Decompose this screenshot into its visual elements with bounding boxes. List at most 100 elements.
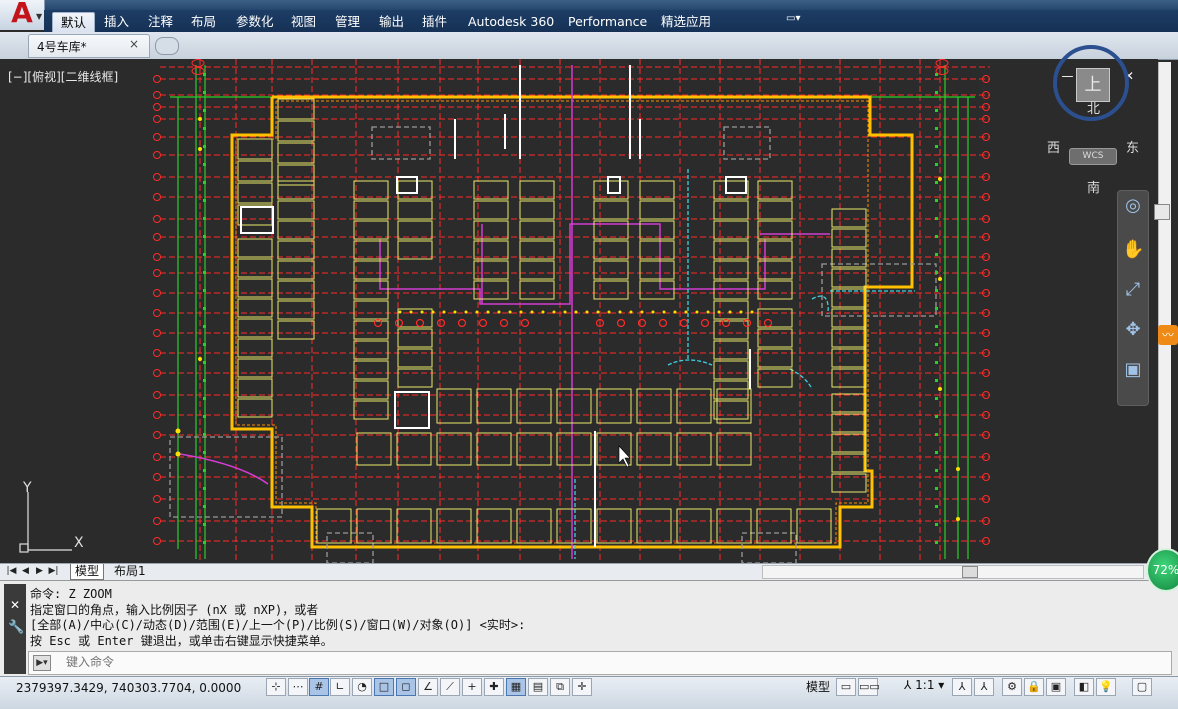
light-marker [739,310,743,314]
grid-bubble [982,91,990,99]
ortho-mode-icon[interactable]: ∟ [330,678,350,696]
viewcube-south[interactable]: 南 [1087,181,1101,196]
parking-stall [353,360,389,380]
lineweight-icon[interactable]: ✚ [484,678,504,696]
cursor-coordinates[interactable]: 2379397.3429, 740303.7704, 0.0000 [16,681,242,695]
ribbon-tab-layout[interactable]: 布局 [191,14,217,29]
pan-hand-icon[interactable]: ✋ [1122,239,1145,260]
vertical-scrollbar[interactable] [1158,62,1171,564]
steering-wheel-icon[interactable]: ◎ [1125,195,1141,216]
boundary-marker [203,523,206,526]
hardware-acceleration-icon[interactable]: ▣ [1046,678,1066,696]
snap-mode-icon[interactable]: ⋯ [288,678,308,696]
isolate-objects-icon[interactable]: ◧ [1074,678,1094,696]
grid-display-icon[interactable]: # [309,678,329,696]
ribbon-tab-plugins[interactable]: 插件 [422,14,448,29]
customize-wrench-icon[interactable]: 🔧 [8,620,25,635]
zoom-percent-badge[interactable]: 72% [1146,548,1178,592]
viewcube-west[interactable]: 西 [1047,141,1061,156]
last-layout-icon[interactable]: ▶| [48,566,59,576]
ribbon-tab-featured-apps[interactable]: 精选应用 [661,14,712,29]
tab-model[interactable]: 模型 [70,564,105,580]
ribbon-tab-autodesk360[interactable]: Autodesk 360 [468,14,555,29]
close-icon[interactable]: ✕ [10,598,21,612]
parking-stall [676,508,712,544]
column-marker [520,318,530,328]
grid-bubble [982,411,990,419]
drawing-canvas[interactable]: [−][俯视][二维线框] — ❐ ✕ [0,59,1158,563]
navigation-bar: ◎ ✋ ⤢ ✥ ▣ [1117,190,1149,406]
grid-bubble [191,67,205,75]
clean-screen-icon[interactable]: ▢ [1132,678,1152,696]
viewport-controls-label[interactable]: [−][俯视][二维线框] [8,70,119,84]
tab-layout1[interactable]: 布局1 [114,564,146,578]
column-marker [436,318,446,328]
viewcube-east[interactable]: 东 [1126,141,1140,156]
lightbulb-icon[interactable]: 💡 [1096,678,1116,696]
infer-constraints-icon[interactable]: ⊹ [266,678,286,696]
horizontal-scrollbar[interactable] [762,565,1144,579]
grid-bubble [982,253,990,261]
dynamic-input-icon[interactable]: + [462,678,482,696]
ucs-icon: Y X [19,480,84,553]
parking-stall [639,260,675,280]
showmotion-icon[interactable]: ▣ [1124,359,1142,380]
wcs-menu-button[interactable]: WCS [1069,148,1117,165]
viewcube-top-face[interactable]: 上 [1076,68,1110,102]
parking-stall [353,380,389,400]
grid-bubble [982,233,990,241]
zoom-extents-icon[interactable]: ⤢ [1125,279,1141,300]
ribbon-tab-insert[interactable]: 插入 [104,14,130,29]
lock-ui-icon[interactable]: 🔒 [1024,678,1044,696]
column-marker [763,318,773,328]
ribbon-tab-annotate[interactable]: 注释 [148,14,174,29]
annotation-scale[interactable]: ⅄ 1:1 ▾ [904,678,945,692]
document-tab[interactable]: 4号车库* × [28,34,150,58]
horizontal-scrollbar-thumb[interactable] [962,566,978,578]
first-layout-icon[interactable]: |◀ [6,566,17,576]
3d-object-snap-icon[interactable]: ◻ [396,678,416,696]
parking-stall [353,200,389,220]
transparency-icon[interactable]: ▦ [506,678,526,696]
close-icon[interactable]: × [129,37,140,51]
boundary-marker [935,91,938,94]
viewcube-north[interactable]: 北 [1087,102,1101,117]
object-snap-icon[interactable]: □ [374,678,394,696]
annotation-monitor-icon[interactable]: ✛ [572,678,592,696]
quick-view-layouts-icon[interactable]: ▭ [836,678,856,696]
parking-stall [436,388,472,424]
annotation-visibility-icon[interactable]: ⅄ [952,678,972,696]
selection-cycling-icon[interactable]: ⧉ [550,678,570,696]
object-snap-tracking-icon[interactable]: ∠ [418,678,438,696]
ribbon-tab-manage[interactable]: 管理 [335,14,361,29]
ribbon-tab-performance[interactable]: Performance [568,14,648,29]
ribbon-tab-view[interactable]: 视图 [291,14,317,29]
grid-bubble [153,329,161,337]
previous-layout-icon[interactable]: ◀ [22,566,29,576]
command-prompt-icon[interactable]: ▶▾ [33,655,51,671]
ribbon-tab-output[interactable]: 输出 [379,14,405,29]
polar-tracking-icon[interactable]: ◔ [352,678,372,696]
ribbon-tab-default[interactable]: 默认 [52,12,96,32]
light-marker [574,310,578,314]
light-marker [442,310,446,314]
viewcube-compass-ring[interactable] [1053,45,1129,121]
vertical-scrollbar-thumb[interactable] [1154,204,1170,220]
ribbon-options-icon[interactable]: ▭▾ [786,13,801,24]
dynamic-ucs-icon[interactable]: ⟋ [440,678,460,696]
quick-properties-icon[interactable]: ▤ [528,678,548,696]
application-menu-button[interactable]: A ▼ [0,0,45,30]
quick-view-drawings-icon[interactable]: ▭▭ [858,678,880,696]
orbit-icon[interactable]: ✥ [1125,319,1141,340]
command-window-handle[interactable] [4,584,26,674]
next-layout-icon[interactable]: ▶ [36,566,43,576]
new-document-tab-icon[interactable] [155,37,179,55]
parking-stall [237,138,273,160]
command-input[interactable] [66,651,1156,673]
auto-scale-icon[interactable]: ⅄ [974,678,994,696]
light-marker [585,310,589,314]
ribbon-tab-parametric[interactable]: 参数化 [236,14,274,29]
feedback-icon[interactable]: 〰 [1158,325,1178,345]
model-space-toggle[interactable]: 模型 [806,680,831,694]
workspace-switching-icon[interactable]: ⚙ [1002,678,1022,696]
